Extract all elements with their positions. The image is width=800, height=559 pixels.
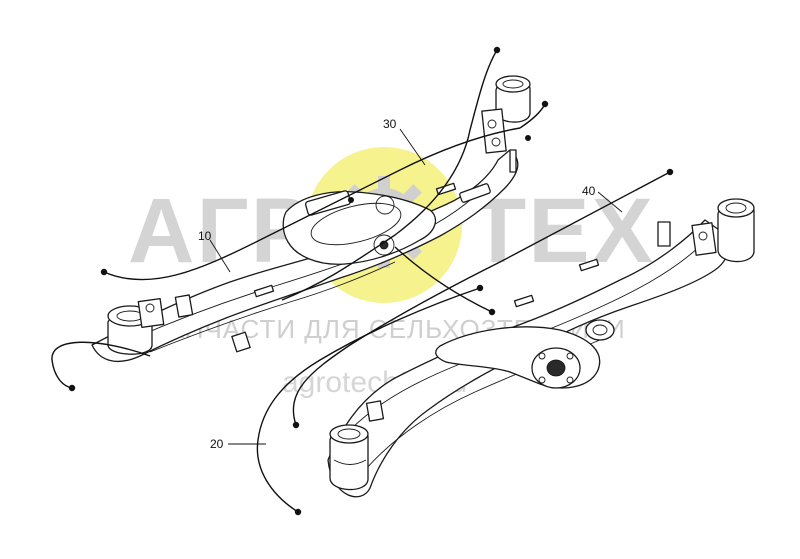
upper-axle-beam (91, 75, 531, 363)
hose-connector (394, 246, 493, 313)
callout-label-20: 20 (210, 437, 224, 451)
hose-lines (51, 46, 674, 516)
hose-40 (292, 171, 671, 426)
callout-label-40: 40 (582, 184, 596, 198)
callouts: 10 30 40 20 (198, 117, 623, 451)
callout-label-30: 30 (383, 117, 397, 131)
watermark-brand-left: АГР (128, 180, 314, 282)
hose-10 (103, 127, 521, 281)
hose-left-loop (51, 341, 151, 389)
callout-40: 40 (582, 184, 623, 213)
callout-20: 20 (210, 437, 266, 451)
callout-label-10: 10 (198, 229, 212, 243)
hose-30 (281, 49, 498, 301)
callout-30: 30 (383, 117, 426, 166)
hose-20 (256, 287, 481, 513)
lower-axle-beam (327, 198, 755, 498)
callout-10: 10 (198, 229, 231, 273)
